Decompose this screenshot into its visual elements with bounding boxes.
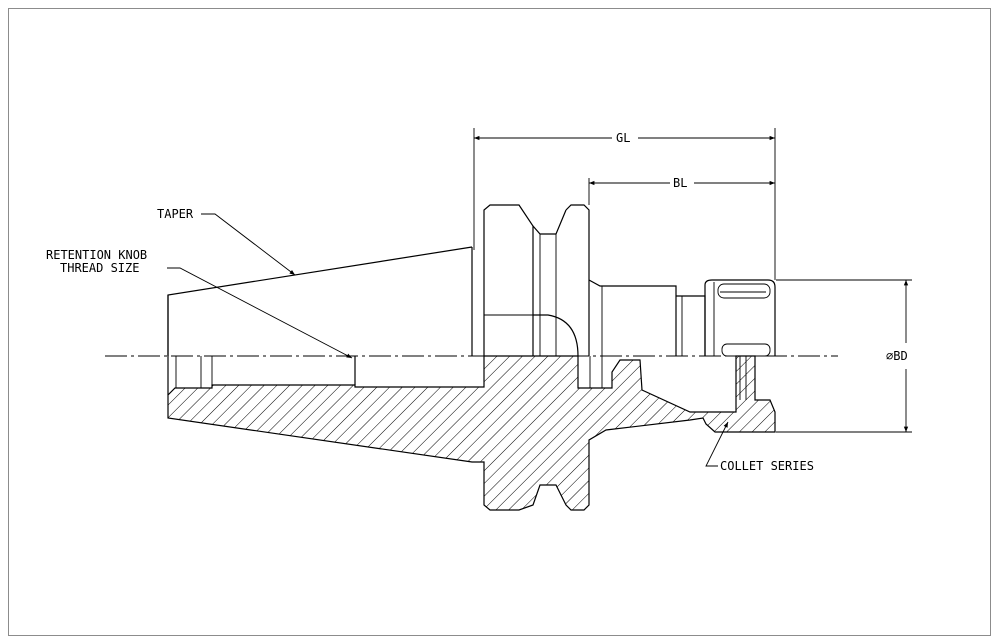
taper-leader (201, 213, 296, 276)
collet-series-leader (705, 421, 729, 467)
dimension-bl (588, 178, 775, 205)
retention-knob-leader (167, 267, 353, 359)
gl-label: GL (616, 131, 630, 145)
upper-half-outline (167, 204, 776, 357)
retention-knob-label-line2: THREAD SIZE (60, 261, 139, 275)
retention-knob-label-line1: RETENTION KNOB (46, 248, 147, 262)
bd-label: ⌀BD (886, 349, 908, 363)
taper-label: TAPER (157, 207, 194, 221)
drawing-frame (8, 8, 991, 636)
dimension-bd (776, 279, 912, 433)
collet-series-label: COLLET SERIES (720, 459, 814, 473)
dimension-gl (473, 128, 776, 280)
bl-label: BL (673, 176, 687, 190)
lower-half-section (167, 295, 776, 511)
